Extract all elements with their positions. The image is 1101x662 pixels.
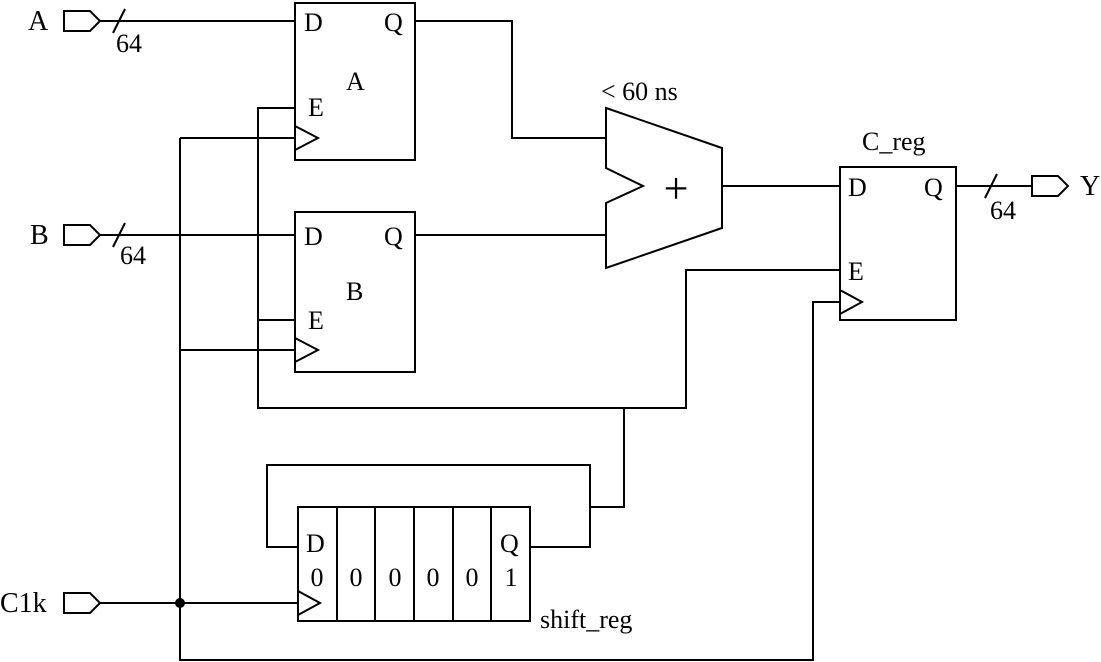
- adder-plus-symbol: +: [664, 164, 689, 213]
- port-a: A: [28, 6, 102, 37]
- bus-slash-y: [984, 173, 998, 199]
- port-clock: C1k: [0, 588, 102, 619]
- adder-timing-label: < 60 ns: [601, 77, 678, 106]
- register-a-d-pin: D: [304, 8, 323, 37]
- register-c-clock-icon: [839, 289, 865, 315]
- register-b-e-pin: E: [308, 306, 324, 335]
- bus-width-y-label: 64: [990, 196, 1016, 225]
- shift-reg-bit: 0: [311, 563, 324, 592]
- wire-enable-ab: [257, 107, 624, 409]
- register-c-body: [839, 166, 957, 321]
- bus-width-b: 64: [112, 222, 146, 270]
- shift-reg-d-pin: D: [306, 529, 325, 558]
- wire-a-q-to-adder: [415, 20, 606, 139]
- register-b: D Q B E: [294, 211, 416, 373]
- shift-reg-bit: 0: [389, 563, 402, 592]
- register-a: D Q A E: [294, 2, 416, 161]
- wire-clock-trunk: [179, 138, 840, 661]
- register-b-q-pin: Q: [384, 222, 403, 251]
- bus-slash-b: [112, 222, 126, 248]
- bus-width-y: 64: [984, 173, 1016, 225]
- bus-width-b-label: 64: [120, 241, 146, 270]
- adder: < 60 ns +: [601, 77, 723, 270]
- port-y: Y: [1031, 171, 1100, 202]
- adder-body: [605, 106, 723, 270]
- bus-width-a: 64: [112, 8, 142, 58]
- port-y-label: Y: [1080, 171, 1100, 202]
- register-a-body: [294, 2, 416, 161]
- clock-junction-dot: [175, 598, 185, 608]
- port-b: B: [30, 220, 102, 251]
- register-b-name: B: [346, 277, 363, 306]
- register-b-d-pin: D: [304, 222, 323, 251]
- shift-reg-bit: 0: [350, 563, 363, 592]
- register-c: C_reg D Q E: [839, 127, 957, 321]
- register-c-e-pin: E: [848, 257, 864, 286]
- wire-shift-q-out: [266, 464, 591, 548]
- shift-reg-bit: 0: [466, 563, 479, 592]
- wires: [100, 20, 1032, 661]
- register-c-name: C_reg: [862, 127, 926, 156]
- shift-reg-bit: 0: [427, 563, 440, 592]
- register-a-q-pin: Q: [384, 8, 403, 37]
- shift-reg-name: shift_reg: [540, 605, 632, 634]
- shift-reg-q-pin: Q: [500, 529, 519, 558]
- port-clock-icon: [63, 592, 102, 614]
- bus-slash-a: [112, 8, 126, 34]
- shift-reg-bit: 1: [505, 563, 518, 592]
- bus-width-a-label: 64: [116, 29, 142, 58]
- port-a-label: A: [28, 6, 49, 37]
- shift-register: D Q 0 0 0 0 0 1 shift_reg: [297, 506, 632, 634]
- register-a-e-pin: E: [308, 93, 324, 122]
- shift-reg-clock-icon: [297, 590, 323, 616]
- port-a-icon: [63, 10, 102, 32]
- port-b-icon: [63, 224, 102, 246]
- port-clock-label: C1k: [0, 588, 47, 619]
- port-y-icon: [1031, 175, 1070, 197]
- register-c-d-pin: D: [848, 173, 867, 202]
- register-a-clock-icon: [294, 125, 321, 151]
- wire-shift-enable: [590, 269, 840, 508]
- port-b-label: B: [30, 220, 49, 251]
- register-b-body: [294, 211, 416, 373]
- register-b-clock-icon: [294, 337, 321, 363]
- register-c-q-pin: Q: [924, 173, 943, 202]
- register-a-name: A: [346, 67, 365, 96]
